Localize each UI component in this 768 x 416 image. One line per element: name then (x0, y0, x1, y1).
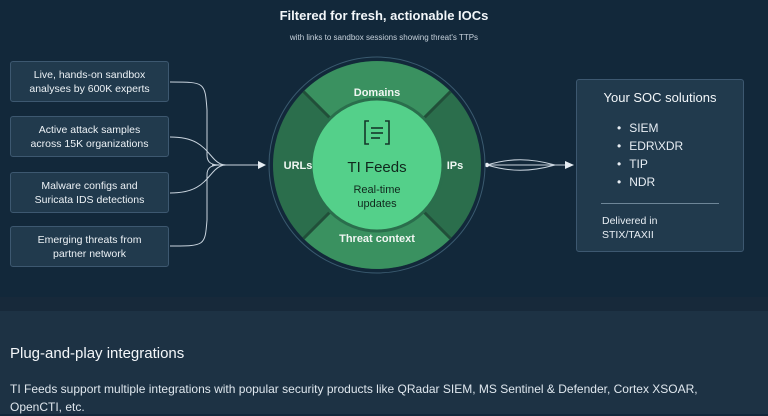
ring-label-top: Domains (354, 87, 400, 99)
connector-source-3 (169, 164, 227, 194)
soc-item-siem: SIEM (617, 119, 683, 137)
source-box-sandbox: Live, hands-on sandbox analyses by 600K … (10, 61, 169, 102)
source-box-emerging-threats: Emerging threats from partner network (10, 226, 169, 267)
soc-item-tip: TIP (617, 155, 683, 173)
connector-source-1 (169, 81, 221, 166)
soc-item-edr-xdr: EDR\XDR (617, 137, 683, 155)
ring-label-left: URLs (284, 160, 313, 172)
ring-center-sub-2: updates (357, 198, 397, 210)
ring-output-dot (484, 162, 490, 168)
ring-center-title: TI Feeds (347, 159, 406, 176)
ring-center (309, 97, 445, 233)
diagram-panel: Filtered for fresh, actionable IOCs with… (0, 0, 768, 297)
connector-lines: Domains URLs IPs Threat context TI Feeds… (169, 56, 574, 274)
integrations-panel: Plug-and-play integrations TI Feeds supp… (0, 297, 768, 414)
soc-divider (601, 203, 719, 204)
connector-source-4 (169, 164, 221, 247)
connector-out-a (486, 159, 556, 166)
connector-out-b (486, 164, 556, 171)
ring-center-sub-1: Real-time (353, 184, 400, 196)
diagram-subtitle: with links to sandbox sessions showing t… (289, 33, 479, 42)
soc-solutions-box: Your SOC solutions SIEM EDR\XDR TIP NDR … (576, 79, 744, 252)
ring-label-right: IPs (447, 160, 464, 172)
soc-list: SIEM EDR\XDR TIP NDR (617, 119, 683, 191)
source-box-attack-samples: Active attack samples across 15K organiz… (10, 116, 169, 157)
arrow-into-ring (258, 161, 266, 169)
integrations-heading: Plug-and-play integrations (10, 345, 185, 362)
integrations-description: TI Feeds support multiple integrations w… (10, 382, 698, 414)
connector-source-2 (169, 136, 227, 166)
diagram-title: Filtered for fresh, actionable IOCs (279, 8, 489, 23)
ring-label-bottom: Threat context (339, 233, 415, 245)
ti-feeds-ring (268, 56, 486, 274)
soc-delivery-format: Delivered in STIX/TAXII (602, 215, 658, 241)
soc-title: Your SOC solutions (603, 90, 717, 105)
soc-item-ndr: NDR (617, 173, 683, 191)
document-bracket-icon (364, 120, 390, 145)
arrow-to-soc (565, 161, 574, 169)
source-box-malware-configs: Malware configs and Suricata IDS detecti… (10, 172, 169, 213)
